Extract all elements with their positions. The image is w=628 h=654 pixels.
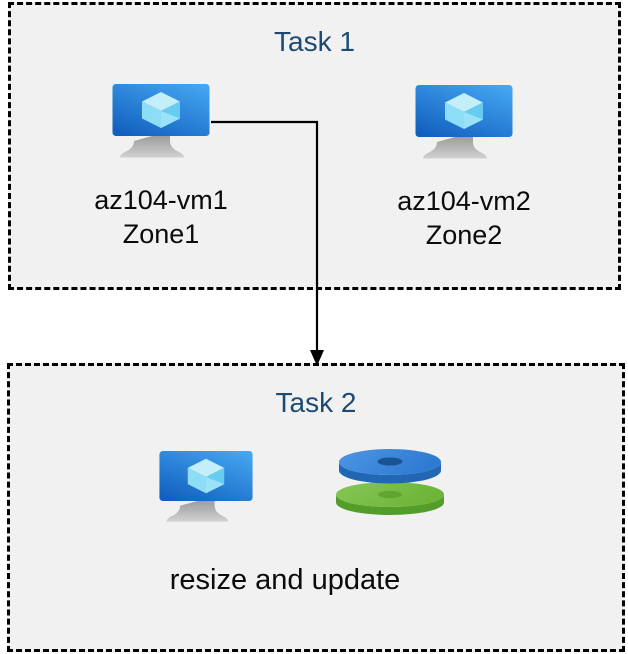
virtual-machine-icon [159, 451, 253, 522]
task2-box: Task 2 [7, 363, 625, 652]
vm-group-az104-vm1: az104-vm1 Zone1 [61, 84, 261, 251]
vm-name-label: az104-vm2 [397, 186, 531, 216]
task2-caption: resize and update [169, 564, 401, 596]
task2-disks [335, 443, 445, 522]
vm-label: az104-vm1 Zone1 [61, 183, 261, 251]
task2-title: Task 2 [275, 387, 357, 418]
vm-zone-label: Zone1 [122, 219, 200, 249]
stacked-disks-icon [336, 449, 444, 515]
virtual-machine-icon [415, 85, 513, 159]
task1-title: Task 1 [274, 26, 355, 57]
vm-name-label: az104-vm1 [94, 185, 228, 215]
vm-label: az104-vm2 Zone2 [364, 184, 564, 252]
virtual-machine-icon [112, 84, 210, 158]
vm-group-az104-vm2: az104-vm2 Zone2 [364, 85, 564, 252]
vm-zone-label: Zone2 [425, 220, 503, 250]
task2-vm [158, 451, 254, 529]
